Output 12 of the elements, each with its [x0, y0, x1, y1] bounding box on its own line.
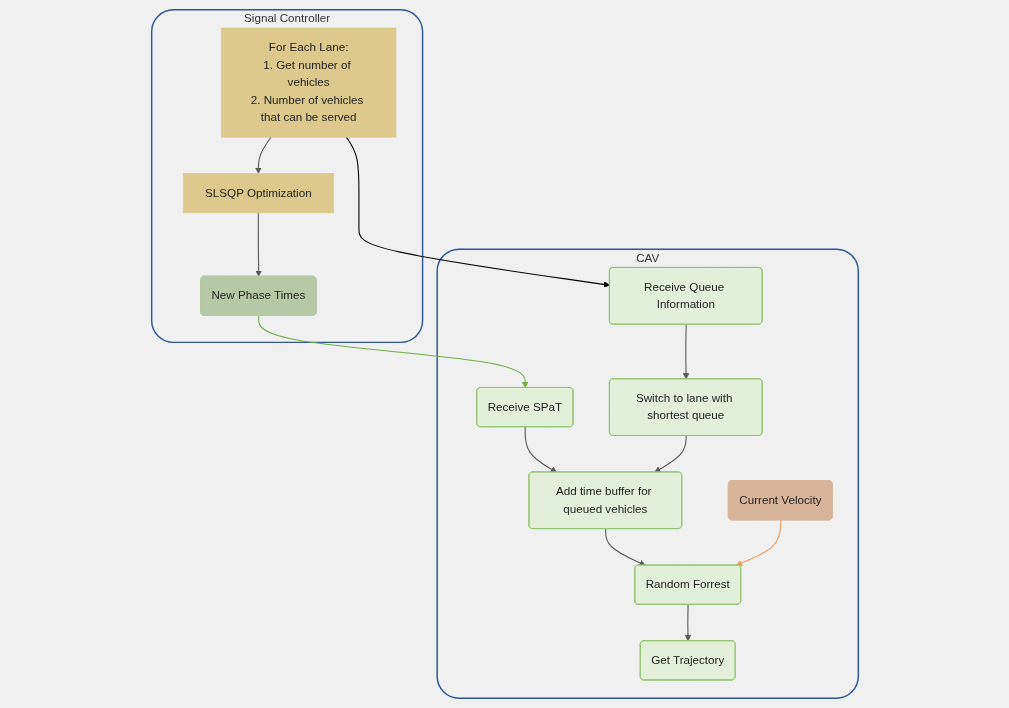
arrow — [604, 528, 646, 566]
arrow — [257, 315, 528, 389]
arrow — [653, 435, 687, 473]
arrow — [254, 136, 271, 174]
arrow — [735, 519, 781, 567]
node-box: SLSQP Optimization — [182, 173, 334, 214]
arrow — [682, 324, 689, 380]
arrow — [524, 426, 557, 473]
arrow — [345, 136, 610, 288]
node-box: For Each Lane: 1. Get number of vehicles 2. Number of vehicles that can be served — [220, 27, 396, 138]
arrow — [684, 604, 691, 642]
arrow — [254, 212, 262, 277]
